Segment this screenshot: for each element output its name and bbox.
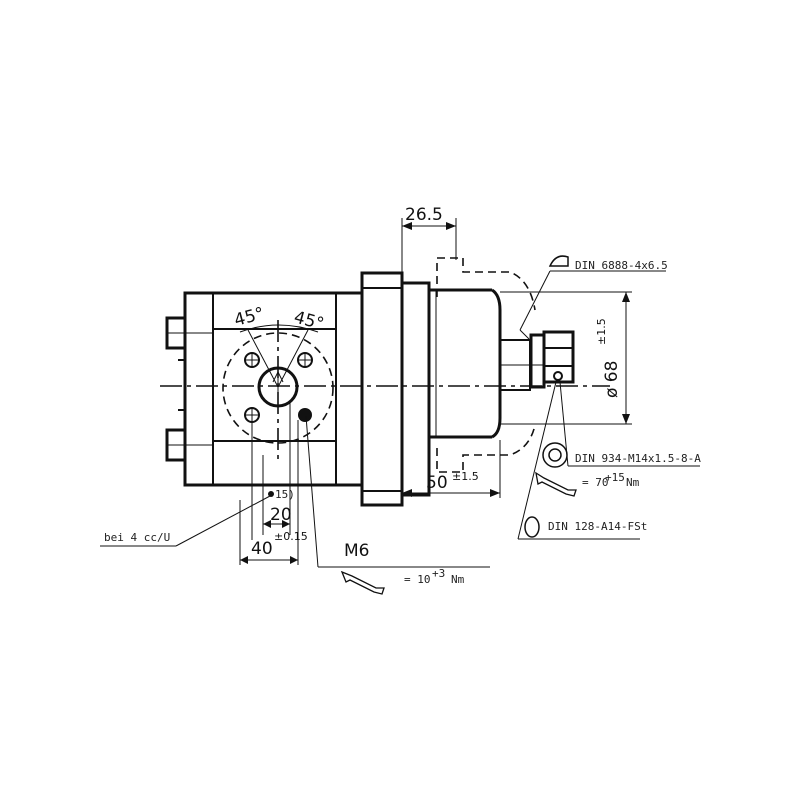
dimension-20-40: 20 ±0.15 40 xyxy=(239,400,308,565)
mounting-flange xyxy=(360,271,431,507)
dim-50-label: 50 xyxy=(426,473,448,493)
housing xyxy=(429,288,545,439)
wrench-icon xyxy=(340,570,385,595)
dimension-26-5: 26.5 xyxy=(401,205,457,273)
torque-bolt: = 10 +3 Nm xyxy=(340,567,465,595)
washer-icon xyxy=(524,516,540,538)
key-icon xyxy=(548,255,569,267)
nut-callout: DIN 934-M14x1.5-8-A xyxy=(542,381,701,468)
key-label: DIN 6888-4x6.5 xyxy=(575,259,668,272)
washer-label: DIN 128-A14-FSt xyxy=(548,520,647,533)
nut-torque-prefix: = 70 xyxy=(582,476,609,489)
nut-torque-sup: +15 xyxy=(605,471,625,484)
bolt-pattern xyxy=(222,329,334,444)
bolt-hole-filled xyxy=(298,408,312,422)
bei-note: bei 4 cc/U xyxy=(104,531,170,544)
nut-torque-unit: Nm xyxy=(626,476,640,489)
torque-nut: = 70 +15 Nm xyxy=(535,471,640,497)
pump-body xyxy=(178,291,364,487)
dim-68-label: ø 68 xyxy=(602,361,622,398)
shaft-nut xyxy=(519,329,575,389)
dim-20-label: 20 xyxy=(270,505,292,525)
dim-015-label: ±0.15 xyxy=(274,530,308,543)
nut-label: DIN 934-M14x1.5-8-A xyxy=(575,452,701,465)
dimension-68: ø 68 ±1.5 xyxy=(500,291,632,425)
dim-m6-label: M6 xyxy=(344,541,369,561)
envelope-outline xyxy=(436,257,536,311)
washer-callout: DIN 128-A14-FSt xyxy=(517,381,647,540)
bolt-torque-unit: Nm xyxy=(451,573,465,586)
bolt-torque-sup: +3 xyxy=(432,567,445,580)
nut-icon xyxy=(542,442,568,468)
footnote-label: 15) xyxy=(275,488,295,501)
angle-right-label: 45° xyxy=(292,308,326,335)
bolt-torque-prefix: = 10 xyxy=(404,573,431,586)
port-stubs xyxy=(165,316,213,462)
dim-40-label: 40 xyxy=(251,539,273,559)
dim-26-5-label: 26.5 xyxy=(405,205,443,225)
dim-50-tol: ±1.5 xyxy=(452,470,479,483)
dim-68-tol: ±1.5 xyxy=(595,318,608,345)
dimension-50: 50 ±1.5 xyxy=(401,440,501,498)
key-callout: DIN 6888-4x6.5 xyxy=(519,255,668,331)
wrench-icon xyxy=(535,471,577,497)
